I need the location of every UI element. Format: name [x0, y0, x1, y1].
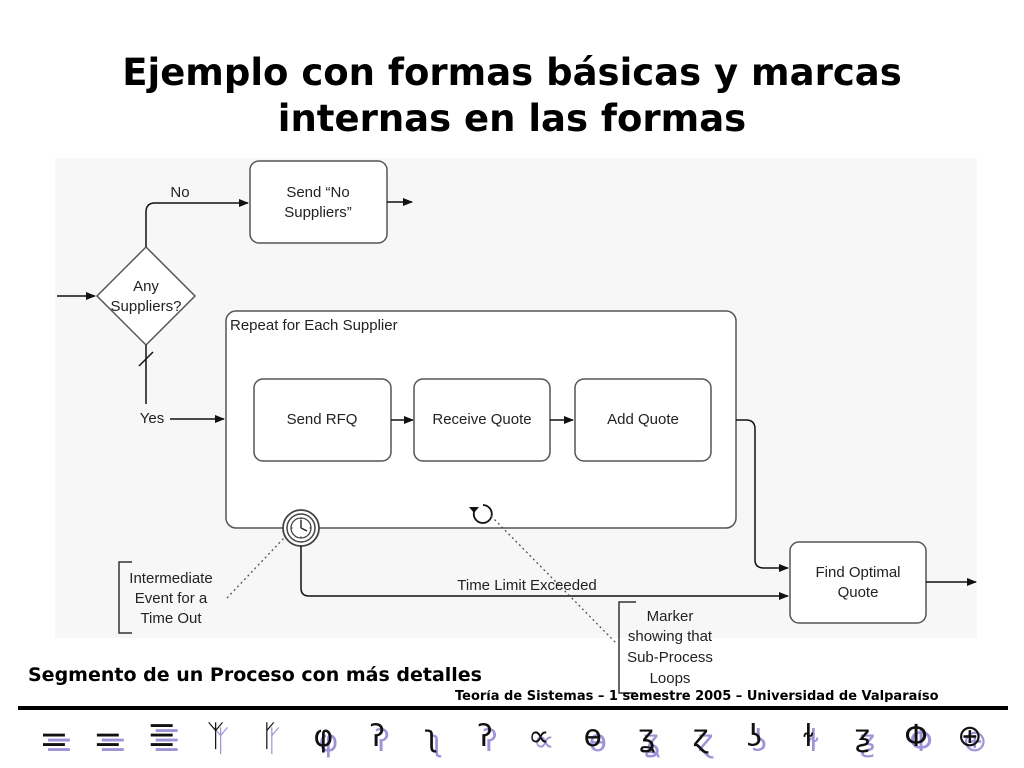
task-send-no-suppliers: Send “No Suppliers”	[249, 160, 388, 244]
gateway-any-suppliers: Any Suppliers?	[95, 245, 197, 347]
footer-credit: Teoría de Sistemas – 1 semestre 2005 – U…	[455, 690, 939, 702]
flow-subprocess-to-find-optimal	[736, 419, 789, 572]
annotation-timer-event: Intermediate Event for a Time Out	[118, 537, 285, 634]
gateway-label-line2: Suppliers?	[111, 298, 182, 315]
no-branch-label: No	[170, 184, 189, 201]
task-send-rfq: Send RFQ	[253, 378, 392, 462]
loop-marker-icon	[469, 504, 493, 524]
glyph-decoration: ☰☰	[148, 719, 181, 759]
annotation-loop-line2: showing that	[628, 628, 713, 645]
annotation-timer-line1: Intermediate	[129, 570, 212, 587]
task-add-quote: Add Quote	[574, 378, 712, 462]
glyph-decoration: ⚌⚌	[94, 719, 127, 759]
slide-title-line1: Ejemplo con formas básicas y marcas	[122, 51, 902, 94]
slide-caption: Segmento de un Proceso con más detalles	[28, 664, 482, 686]
task-send-no-suppliers-line1: Send “No	[286, 184, 349, 201]
timeout-flow	[300, 546, 789, 600]
task-find-optimal-quote: Find Optimal Quote	[789, 541, 927, 624]
task-add-quote-label: Add Quote	[607, 411, 679, 428]
default-flow-slash	[138, 351, 154, 367]
task-send-no-suppliers-line2: Suppliers”	[284, 204, 352, 221]
task-receive-quote: Receive Quote	[413, 378, 551, 462]
annotation-loop-marker: Marker showing that Sub-Process Loops	[490, 515, 713, 694]
annotation-timer-line2: Event for a	[135, 590, 208, 607]
annotation-timer-line3: Time Out	[140, 610, 202, 627]
glyph-decoration: ⊕⊕	[957, 719, 988, 759]
task-receive-quote-label: Receive Quote	[432, 411, 531, 428]
task-send-rfq-label: Send RFQ	[287, 411, 358, 428]
glyph-decoration: ⚌⚌	[40, 719, 73, 759]
yes-branch-label: Yes	[140, 410, 164, 427]
footer-divider	[18, 706, 1008, 710]
timeout-flow-label: Time Limit Exceeded	[457, 577, 597, 594]
annotation-loop-line4: Loops	[650, 670, 691, 687]
no-branch-flow	[145, 199, 249, 247]
gateway-label-line1: Any	[133, 278, 159, 295]
slide-title-line2: internas en las formas	[277, 97, 747, 140]
task-find-optimal-line1: Find Optimal	[815, 564, 900, 581]
glyph-decoration: ∝∝	[528, 719, 555, 759]
annotation-loop-line1: Marker	[647, 608, 694, 625]
slide-title: Ejemplo con formas básicas y marcas inte…	[0, 50, 1024, 142]
task-find-optimal-line2: Quote	[838, 584, 879, 601]
subprocess-label: Repeat for Each Supplier	[230, 317, 398, 334]
timer-event-icon	[282, 509, 320, 547]
annotation-loop-line3: Sub-Process	[627, 649, 713, 666]
